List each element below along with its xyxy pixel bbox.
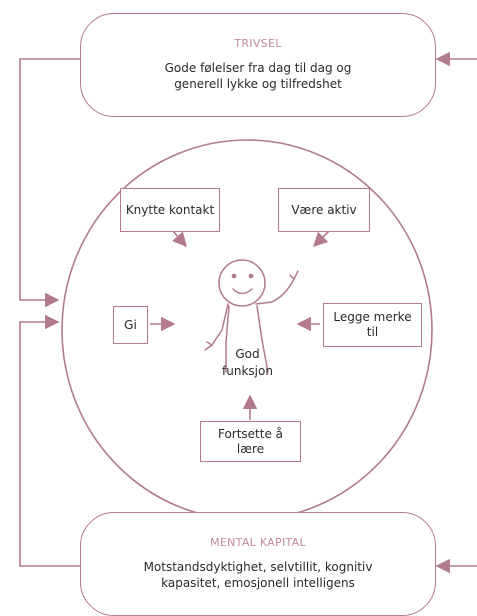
mental-kapital-heading: MENTAL KAPITAL [210, 536, 306, 549]
center-label: God funksjon [222, 347, 273, 378]
trivsel-box: TRIVSEL Gode følelser fra dag til dag og… [80, 13, 436, 117]
stick-figure-icon [204, 259, 299, 373]
arrow-connect [171, 229, 187, 248]
mental-kapital-description: Motstandsdyktighet, selvtillit, kognitiv… [143, 560, 373, 590]
action-active: Være aktiv [278, 188, 370, 232]
loop-bottom-to-circle [19, 314, 80, 567]
action-give: Gi [113, 306, 148, 344]
arrow-active [312, 229, 331, 248]
mental-kapital-box: MENTAL KAPITAL Motstandsdyktighet, selvt… [80, 512, 436, 616]
loop-top-to-circle [19, 58, 80, 308]
action-connect: Knytte kontakt [120, 188, 220, 232]
trivsel-description: Gode følelser fra dag til dag og generel… [164, 61, 352, 91]
trivsel-heading: TRIVSEL [234, 37, 282, 50]
